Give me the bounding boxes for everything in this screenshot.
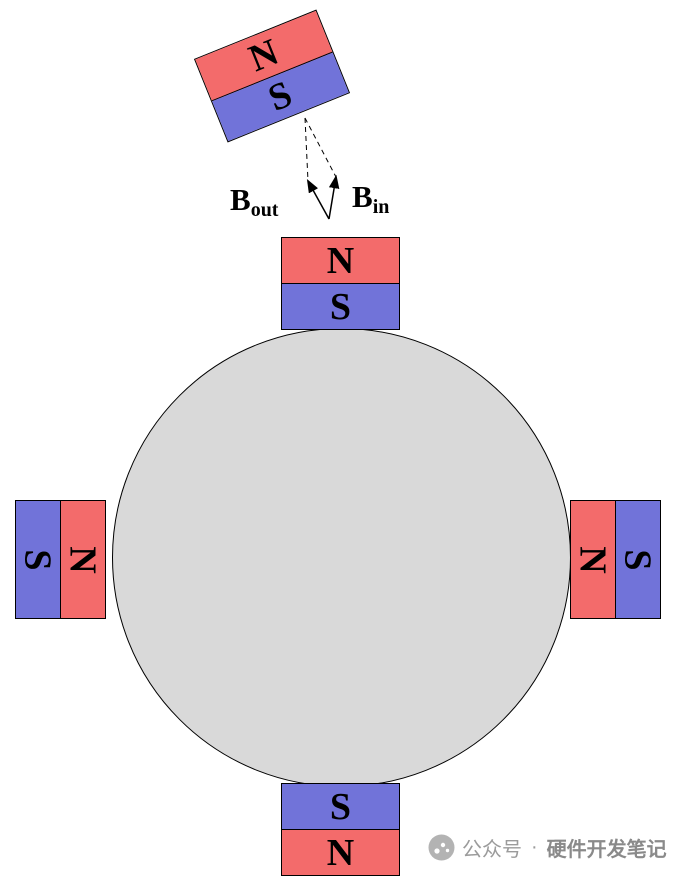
magnet-left-s-pole: S	[16, 501, 61, 618]
magnet-top-s-pole: S	[282, 284, 399, 329]
pole-label-s: S	[329, 785, 352, 828]
pole-label-n: N	[571, 545, 614, 574]
watermark-prefix: 公众号	[462, 838, 522, 861]
watermark-name: 硬件开发笔记	[546, 838, 667, 861]
magnet-left: S N	[15, 500, 106, 619]
wechat-account-icon	[428, 834, 455, 860]
pole-label-s: S	[329, 285, 352, 328]
b-out-sub: out	[250, 199, 279, 221]
b-out-vector-arrow	[306, 179, 330, 220]
pole-label-n: N	[326, 831, 355, 874]
dashed-guide-line-left	[304, 117, 309, 182]
b-out-base: B	[230, 182, 251, 217]
magnet-right-n-pole: N	[571, 501, 616, 618]
watermark-separator: ·	[531, 835, 538, 858]
magnet-bottom: S N	[281, 783, 400, 876]
magnet-bottom-s-pole: S	[282, 784, 399, 830]
pole-label-s: S	[616, 548, 659, 571]
magnet-left-n-pole: N	[61, 501, 105, 618]
pole-label-n: N	[61, 545, 104, 574]
watermark: 公众号 · 硬件开发笔记	[428, 832, 667, 862]
rotor-disc	[112, 328, 571, 787]
magnet-top-n-pole: N	[282, 238, 399, 284]
magnet-right: N S	[570, 500, 661, 619]
pole-label-n: N	[243, 30, 285, 80]
magnet-right-s-pole: S	[616, 501, 660, 618]
magnet-tilted: N S	[193, 9, 351, 143]
b-in-vector-arrow	[328, 174, 340, 220]
pole-label-s: S	[16, 548, 59, 571]
b-in-sub: in	[372, 196, 390, 218]
pole-label-s: S	[262, 73, 298, 121]
b-in-label: Bin	[352, 181, 389, 217]
b-out-label: Bout	[230, 184, 278, 220]
dashed-guide-line-right	[304, 117, 337, 178]
magnet-top: N S	[281, 237, 400, 330]
magnet-bottom-n-pole: N	[282, 830, 399, 875]
b-in-base: B	[352, 179, 373, 214]
pole-label-n: N	[326, 239, 355, 282]
